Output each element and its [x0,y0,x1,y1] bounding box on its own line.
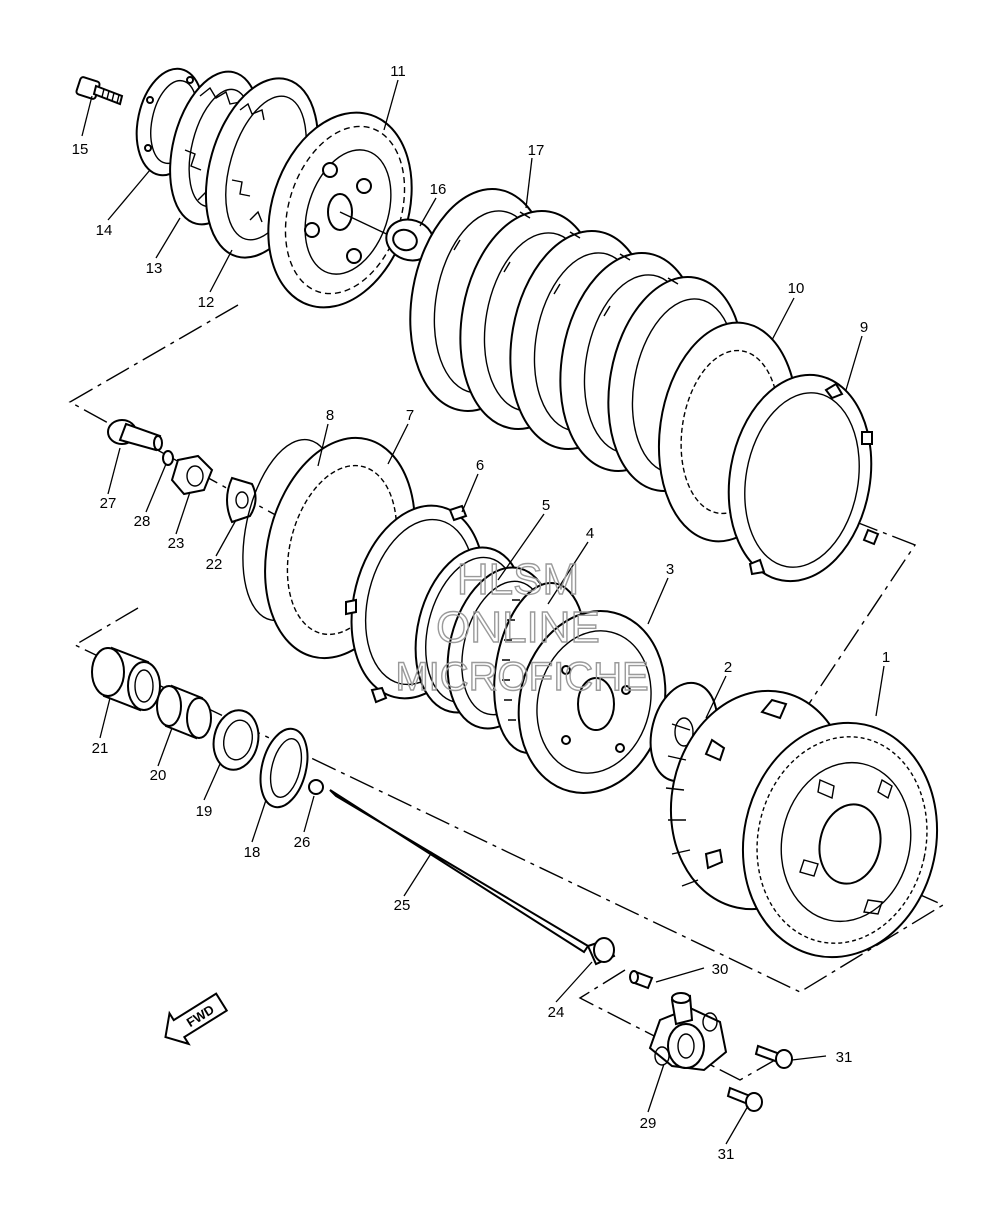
watermark-line2: ONLINE [436,603,600,652]
fwd-arrow-icon: FWD [164,992,229,1046]
callout-10: 10 [788,280,805,297]
callout-16: 16 [430,181,447,198]
callout-21: 21 [92,740,109,757]
callout-7: 7 [406,407,414,424]
callout-11: 11 [390,63,406,80]
callout-25: 25 [394,897,411,914]
part-28-o-ring[interactable] [162,450,174,466]
part-22-lock-washer[interactable] [226,476,257,524]
part-25-pushrod[interactable] [329,789,590,954]
callout-20: 20 [150,767,167,784]
callout-30: 30 [712,961,729,978]
callout-18: 18 [244,844,261,861]
callout-13: 13 [146,260,163,277]
callout-26: 26 [294,834,311,851]
part-18-washer[interactable] [253,724,315,812]
callout-1: 1 [882,649,890,666]
part-31-bolt-upper[interactable] [754,1044,793,1069]
callout-labels: 11 16 17 15 14 13 12 10 9 8 7 6 5 4 3 27… [72,63,891,1163]
callout-9: 9 [860,319,868,336]
watermark-line3: MICROFICHE [395,655,648,699]
part-9-steel-plate[interactable] [713,363,887,592]
part-19-bearing[interactable] [208,706,264,774]
part-11-pressure-plate[interactable] [244,94,435,326]
callout-23: 23 [168,535,185,552]
callout-28: 28 [134,513,151,530]
callout-8: 8 [326,407,334,424]
callout-31-lower: 31 [718,1146,735,1163]
part-16-bearing[interactable] [339,211,439,266]
callout-12: 12 [198,294,215,311]
watermark: HLSM ONLINE MICROFICHE [395,554,650,699]
callout-15: 15 [72,141,89,158]
watermark-line1: HLSM [457,555,579,604]
callout-19: 19 [196,803,213,820]
callout-27: 27 [100,495,117,512]
callout-3: 3 [666,561,674,578]
part-29-release-lever[interactable] [648,992,728,1072]
callout-4: 4 [586,525,594,542]
part-23-nut[interactable] [170,454,214,496]
part-26-ball[interactable] [308,779,324,795]
callout-5: 5 [542,497,550,514]
callout-14: 14 [96,222,113,239]
callout-31-upper: 31 [836,1049,853,1066]
part-3-clutch-boss[interactable] [482,576,684,809]
callout-17: 17 [528,142,545,159]
part-15-bolt[interactable] [75,76,124,106]
part-20-bushing[interactable] [156,684,212,740]
callout-24: 24 [548,1004,565,1021]
callout-6: 6 [476,457,484,474]
leader-lines [81,79,885,1145]
part-31-bolt-lower[interactable] [726,1086,763,1112]
part-21-spacer[interactable] [91,646,161,712]
callout-22: 22 [206,556,223,573]
part-1-clutch-housing[interactable] [651,674,958,975]
part-24-end-piece[interactable] [586,937,616,966]
callout-29: 29 [640,1115,657,1132]
part-30-pin[interactable] [629,970,654,990]
callout-2: 2 [724,659,732,676]
part-27-pushrod[interactable] [107,419,163,452]
